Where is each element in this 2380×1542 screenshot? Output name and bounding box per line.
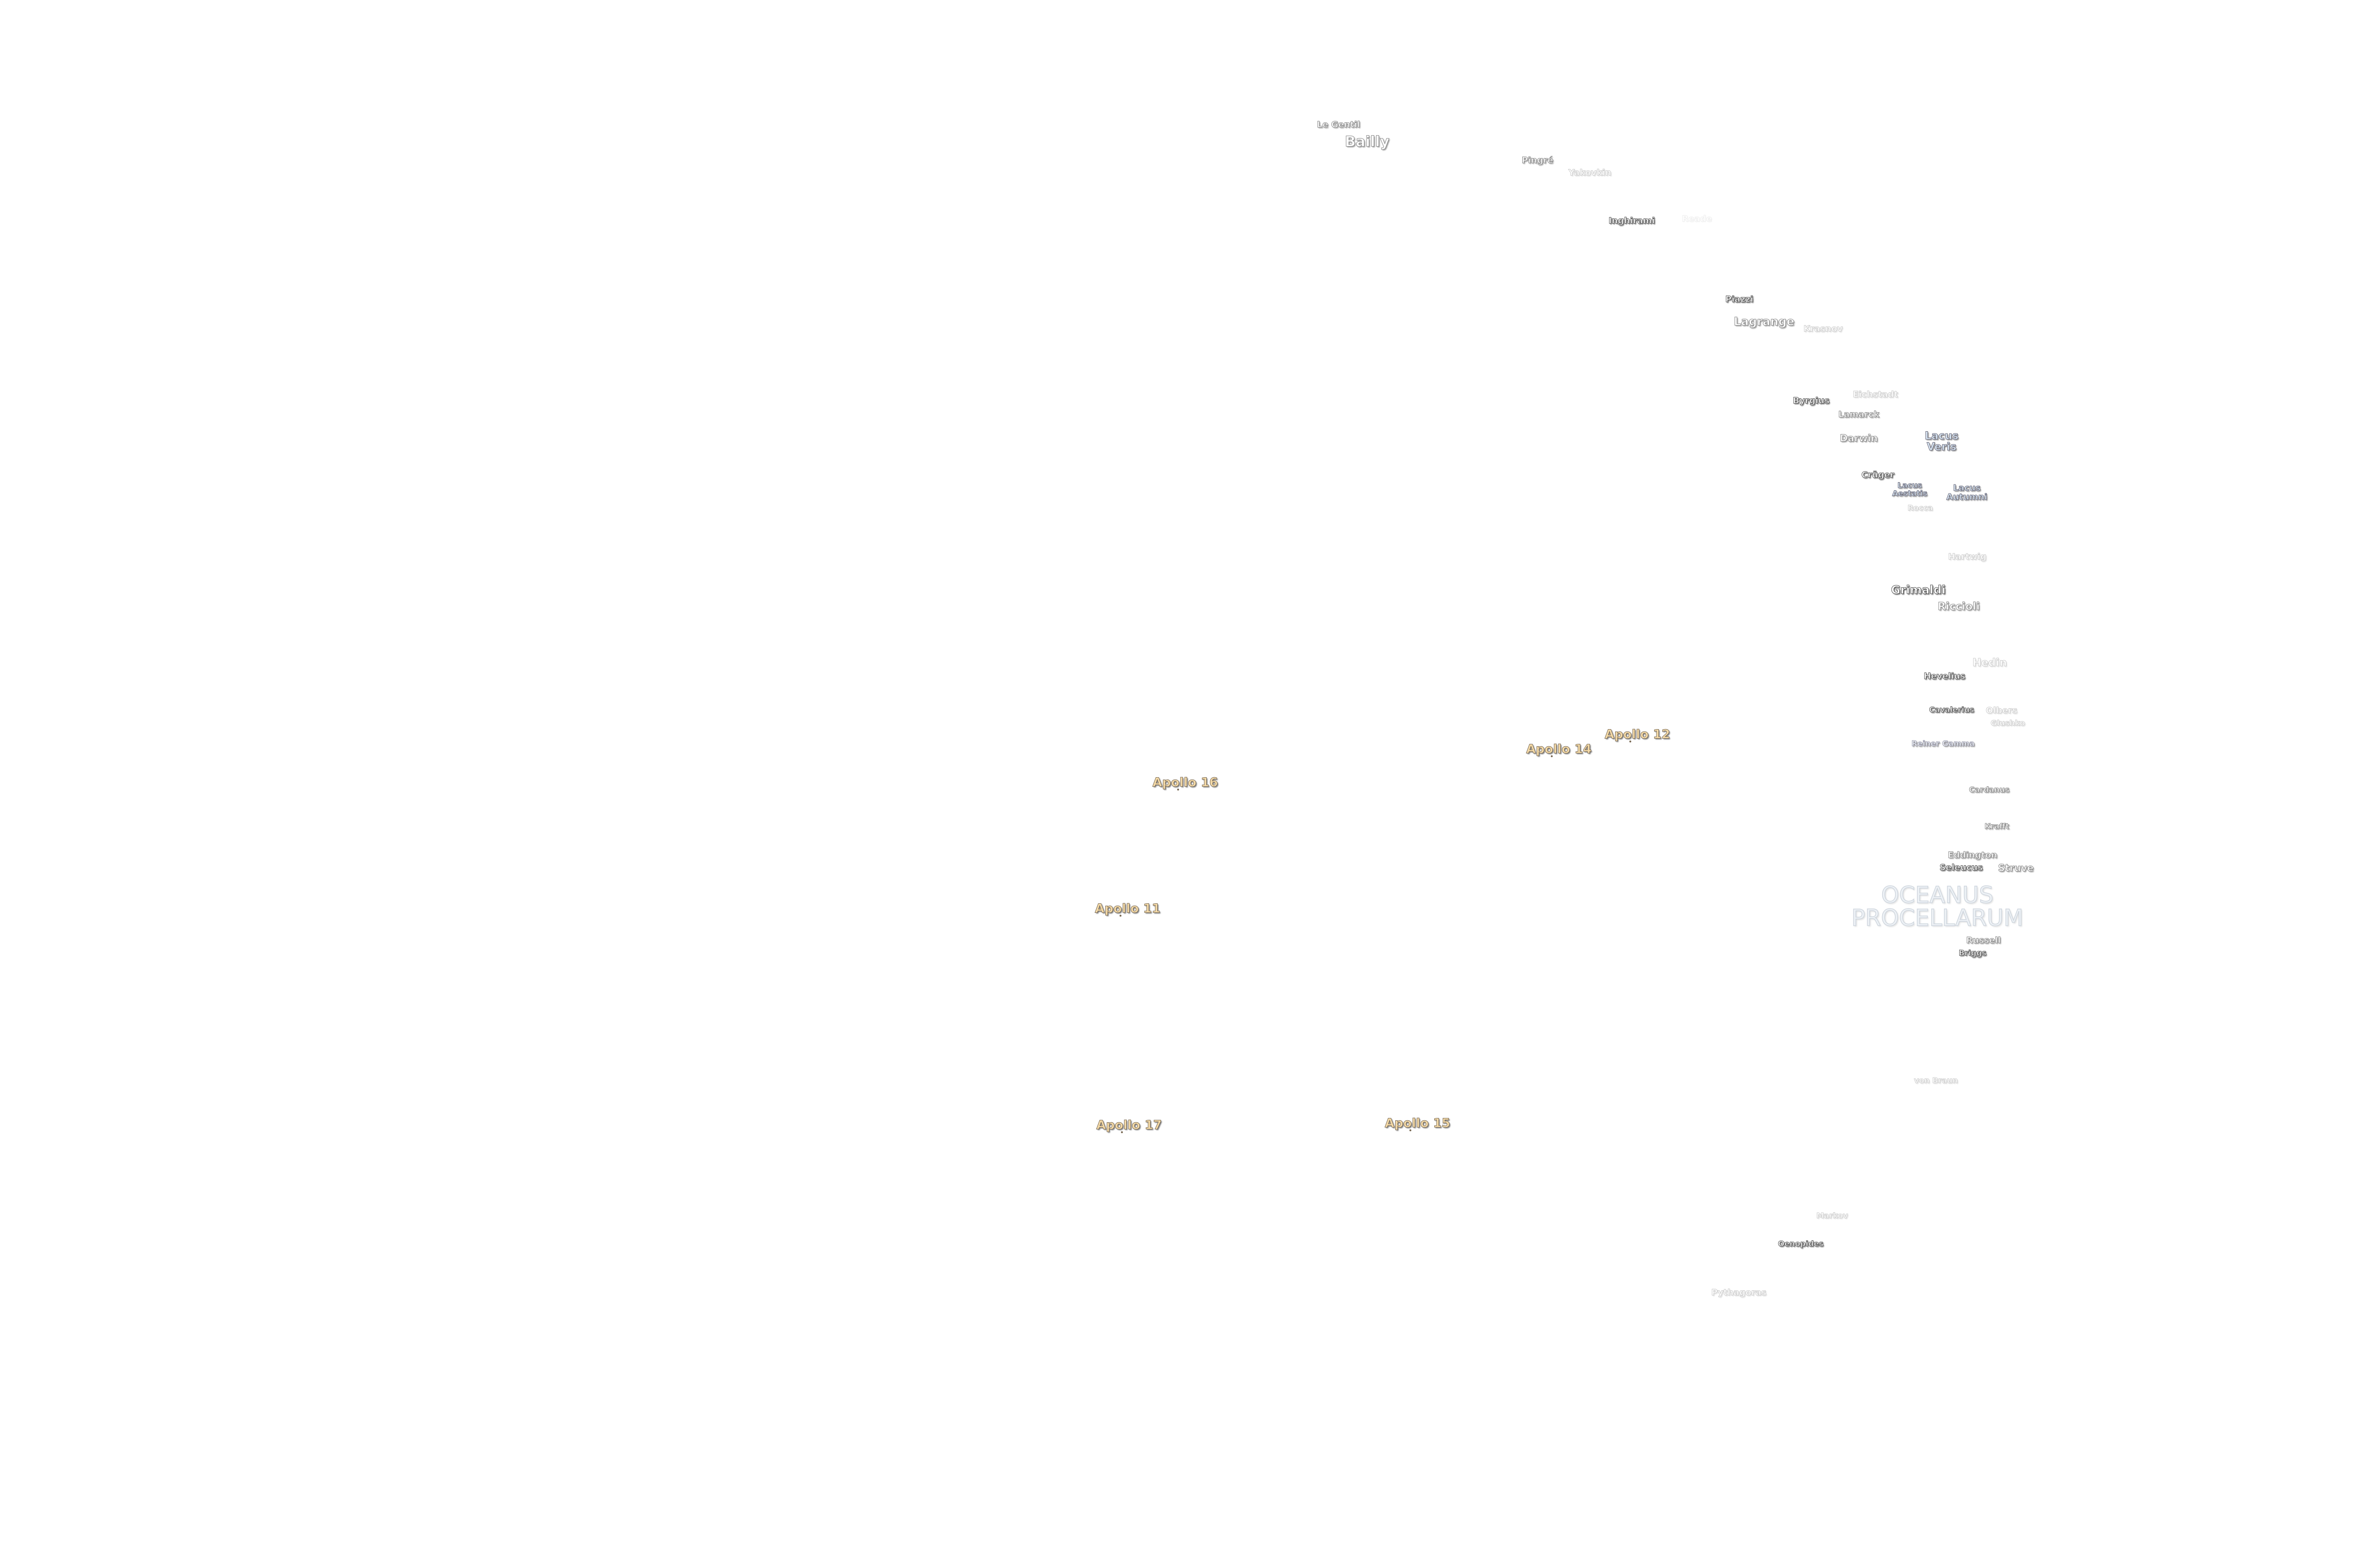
crater-label-cruger: Crüger xyxy=(1861,470,1894,480)
lake-label-lacus-veris: Lacus Veris xyxy=(1924,430,1959,453)
crater-label-cavalerius: Cavalerius xyxy=(1929,705,1974,714)
crater-label-reade: Reade xyxy=(1682,214,1712,224)
crater-label-seleucus: Seleucus xyxy=(1939,862,1983,873)
landing-site-marker-icon xyxy=(1551,755,1553,757)
crater-label-markov: Markov xyxy=(1816,1211,1848,1220)
crater-label-glushko: Glushko xyxy=(1990,718,2025,728)
landing-site-marker-icon xyxy=(1629,741,1631,742)
crater-label-lamarck: Lamarck xyxy=(1838,409,1880,420)
landing-site-marker-icon xyxy=(1177,789,1179,791)
oceanus-line-2: PROCELLARUM xyxy=(1851,905,2024,931)
crater-label-krasnov: Krasnov xyxy=(1803,324,1843,334)
crater-label-hedin: Hedin xyxy=(1972,657,2007,669)
landing-site-marker-icon xyxy=(1409,1129,1411,1131)
crater-label-le-gentil: Le Gentil xyxy=(1317,119,1360,130)
crater-label-cardanus: Cardanus xyxy=(1969,785,2010,794)
landing-site-apollo-14[interactable]: Apollo 14 xyxy=(1526,742,1592,757)
crater-label-riccioli: Riccioli xyxy=(1937,601,1980,613)
crater-label-pythagoras: Pythagoras xyxy=(1711,1287,1767,1298)
lacus-veris-line-1: Lacus xyxy=(1924,430,1959,442)
lacus-autumni-line-1: Lacus xyxy=(1953,483,1981,494)
lacus-aestatis-line-2: Aestatis xyxy=(1892,489,1928,498)
crater-label-eddington: Eddington xyxy=(1948,850,1998,860)
lacus-veris-line-2: Veris xyxy=(1926,441,1957,453)
landing-site-apollo-16[interactable]: Apollo 16 xyxy=(1152,775,1219,790)
crater-label-rocca: Rocca xyxy=(1907,503,1933,513)
crater-label-oenopides: Oenopides xyxy=(1778,1239,1824,1248)
crater-label-hevelius: Hevelius xyxy=(1924,671,1965,682)
crater-label-pingre: Pingré xyxy=(1521,155,1554,166)
crater-label-yakovkin: Yakovkin xyxy=(1568,168,1612,178)
crater-label-hartwig: Hartwig xyxy=(1948,552,1987,562)
landing-site-apollo-15[interactable]: Apollo 15 xyxy=(1385,1116,1451,1131)
crater-label-eichstadt: Eichstadt xyxy=(1853,389,1898,400)
mare-label-oceanus-procellarum: OCEANUS PROCELLARUM xyxy=(1851,882,2024,931)
crater-label-piazzi: Piazzi xyxy=(1725,294,1754,305)
crater-label-byrgius: Byrgius xyxy=(1793,395,1830,406)
lake-label-lacus-aestatis: Lacus Aestatis xyxy=(1892,481,1928,498)
landing-site-marker-icon xyxy=(1121,1131,1123,1133)
feature-label-reiner-gamma: Reiner Gamma xyxy=(1911,739,1975,748)
landing-site-apollo-17[interactable]: Apollo 17 xyxy=(1096,1118,1162,1133)
crater-label-darwin: Darwin xyxy=(1840,432,1878,444)
crater-label-grimaldi: Grimaldi xyxy=(1891,583,1946,597)
crater-label-briggs: Briggs xyxy=(1959,948,1987,958)
crater-label-krafft: Krafft xyxy=(1984,821,2010,831)
crater-label-bailly: Bailly xyxy=(1345,133,1390,150)
crater-label-von-braun: von Braun xyxy=(1914,1076,1958,1085)
landing-site-apollo-11[interactable]: Apollo 11 xyxy=(1095,901,1161,916)
crater-label-olbers: Olbers xyxy=(1985,705,2018,716)
lacus-aestatis-line-1: Lacus xyxy=(1897,481,1922,490)
landing-site-marker-icon xyxy=(1120,915,1121,917)
crater-label-inghirami: Inghirami xyxy=(1608,216,1655,226)
crater-label-lagrange: Lagrange xyxy=(1734,315,1795,328)
oceanus-line-1: OCEANUS xyxy=(1881,882,1993,909)
landing-site-apollo-12[interactable]: Apollo 12 xyxy=(1605,727,1671,742)
crater-label-struve: Struve xyxy=(1998,862,2034,874)
crater-label-russell: Russell xyxy=(1966,935,2001,946)
lake-label-lacus-autumni: Lacus Autumni xyxy=(1946,483,1988,502)
lacus-autumni-line-2: Autumni xyxy=(1946,492,1988,502)
